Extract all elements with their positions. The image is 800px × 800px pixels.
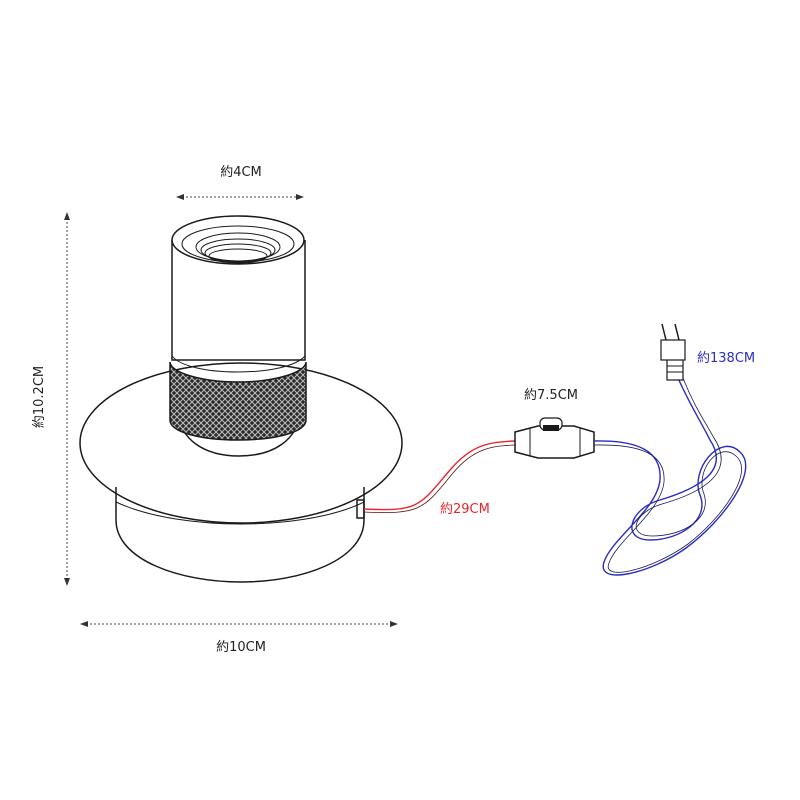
inline-switch: 約7.5CM — [514, 388, 595, 459]
switch-length-label: 約7.5CM — [524, 388, 578, 403]
base-width-dimension: 約10CM — [80, 621, 398, 655]
cord-to-switch: 約29CM — [363, 440, 516, 517]
top-width-label: 約4CM — [220, 165, 262, 180]
height-dimension: 約10.2CM — [32, 212, 70, 586]
cord-to-switch-label: 約29CM — [440, 502, 490, 517]
lamp-socket — [169, 215, 307, 457]
power-plug — [660, 323, 686, 381]
height-label: 約10.2CM — [32, 366, 47, 428]
base-width-label: 約10CM — [216, 640, 266, 655]
knurled-ring — [169, 361, 307, 441]
lamp-base-body — [79, 362, 403, 583]
power-cord: 約138CM — [593, 323, 755, 576]
top-width-dimension: 約4CM — [176, 165, 304, 200]
base-disc — [79, 362, 403, 524]
cord-total-label: 約138CM — [697, 351, 755, 366]
